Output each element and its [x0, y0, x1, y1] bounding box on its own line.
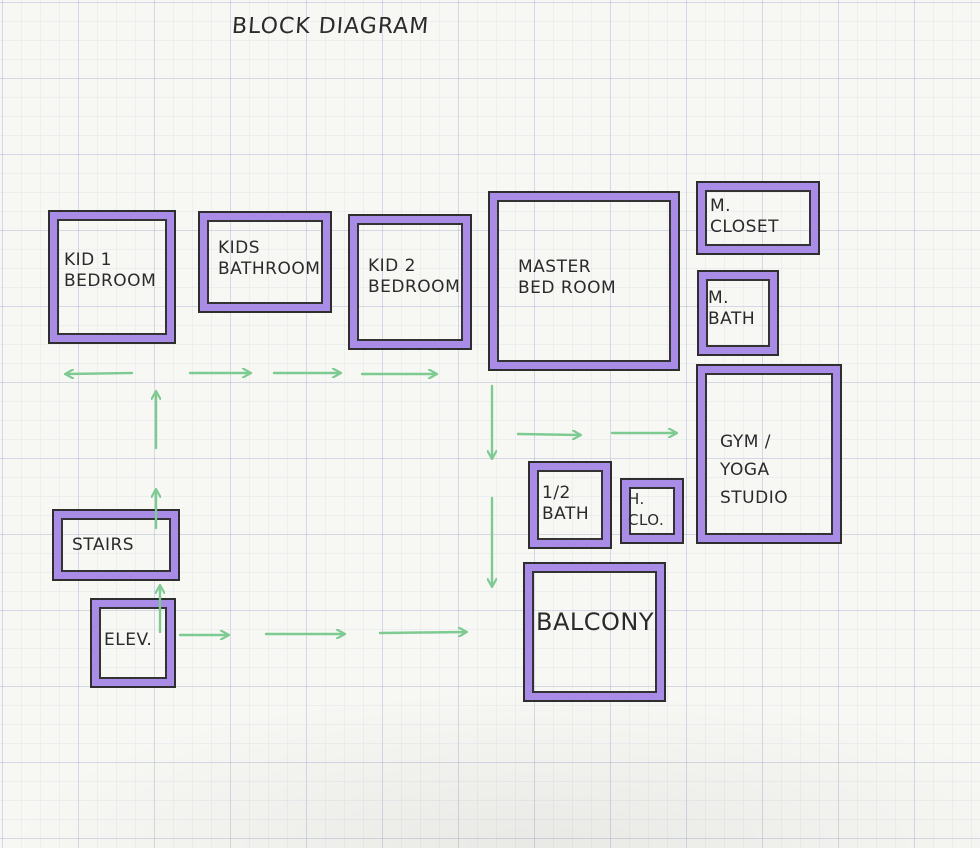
label-master-bedroom: MASTER BED ROOM	[518, 257, 617, 298]
room-master-bedroom	[488, 191, 680, 371]
label-elevator: ELEV.	[104, 630, 153, 650]
arrow-to-kid1	[66, 373, 134, 374]
arrow-bottom-3	[378, 632, 466, 633]
arrow-gym-1	[516, 434, 580, 435]
label-kid2-bedroom: KID 2 BEDROOM	[368, 256, 461, 297]
room-elevator	[90, 598, 176, 688]
label-m-bath: M. BATH	[708, 288, 756, 329]
label-balcony: BALCONY	[536, 608, 655, 636]
room-kids-bathroom	[198, 211, 332, 313]
room-half-bath	[528, 461, 612, 549]
label-kid1-bedroom: KID 1 BEDROOM	[64, 250, 157, 291]
label-half-bath: 1/2 BATH	[542, 483, 590, 524]
label-gym-yoga-studio: GYM / YOGA STUDIO	[720, 432, 789, 508]
room-kid1-bedroom	[48, 210, 176, 344]
label-hall-closet: H. CLO.	[628, 490, 665, 529]
room-hall-closet	[620, 478, 684, 544]
room-m-closet	[696, 181, 820, 255]
room-stairs	[52, 509, 180, 581]
room-gym-yoga-studio	[696, 364, 842, 544]
label-m-closet: M. CLOSET	[710, 196, 780, 237]
room-kid2-bedroom	[348, 214, 472, 350]
label-stairs: STAIRS	[72, 535, 135, 555]
room-m-bath	[697, 270, 779, 356]
room-balcony	[523, 562, 666, 702]
label-kids-bathroom: KIDS BATHROOM	[218, 238, 321, 279]
